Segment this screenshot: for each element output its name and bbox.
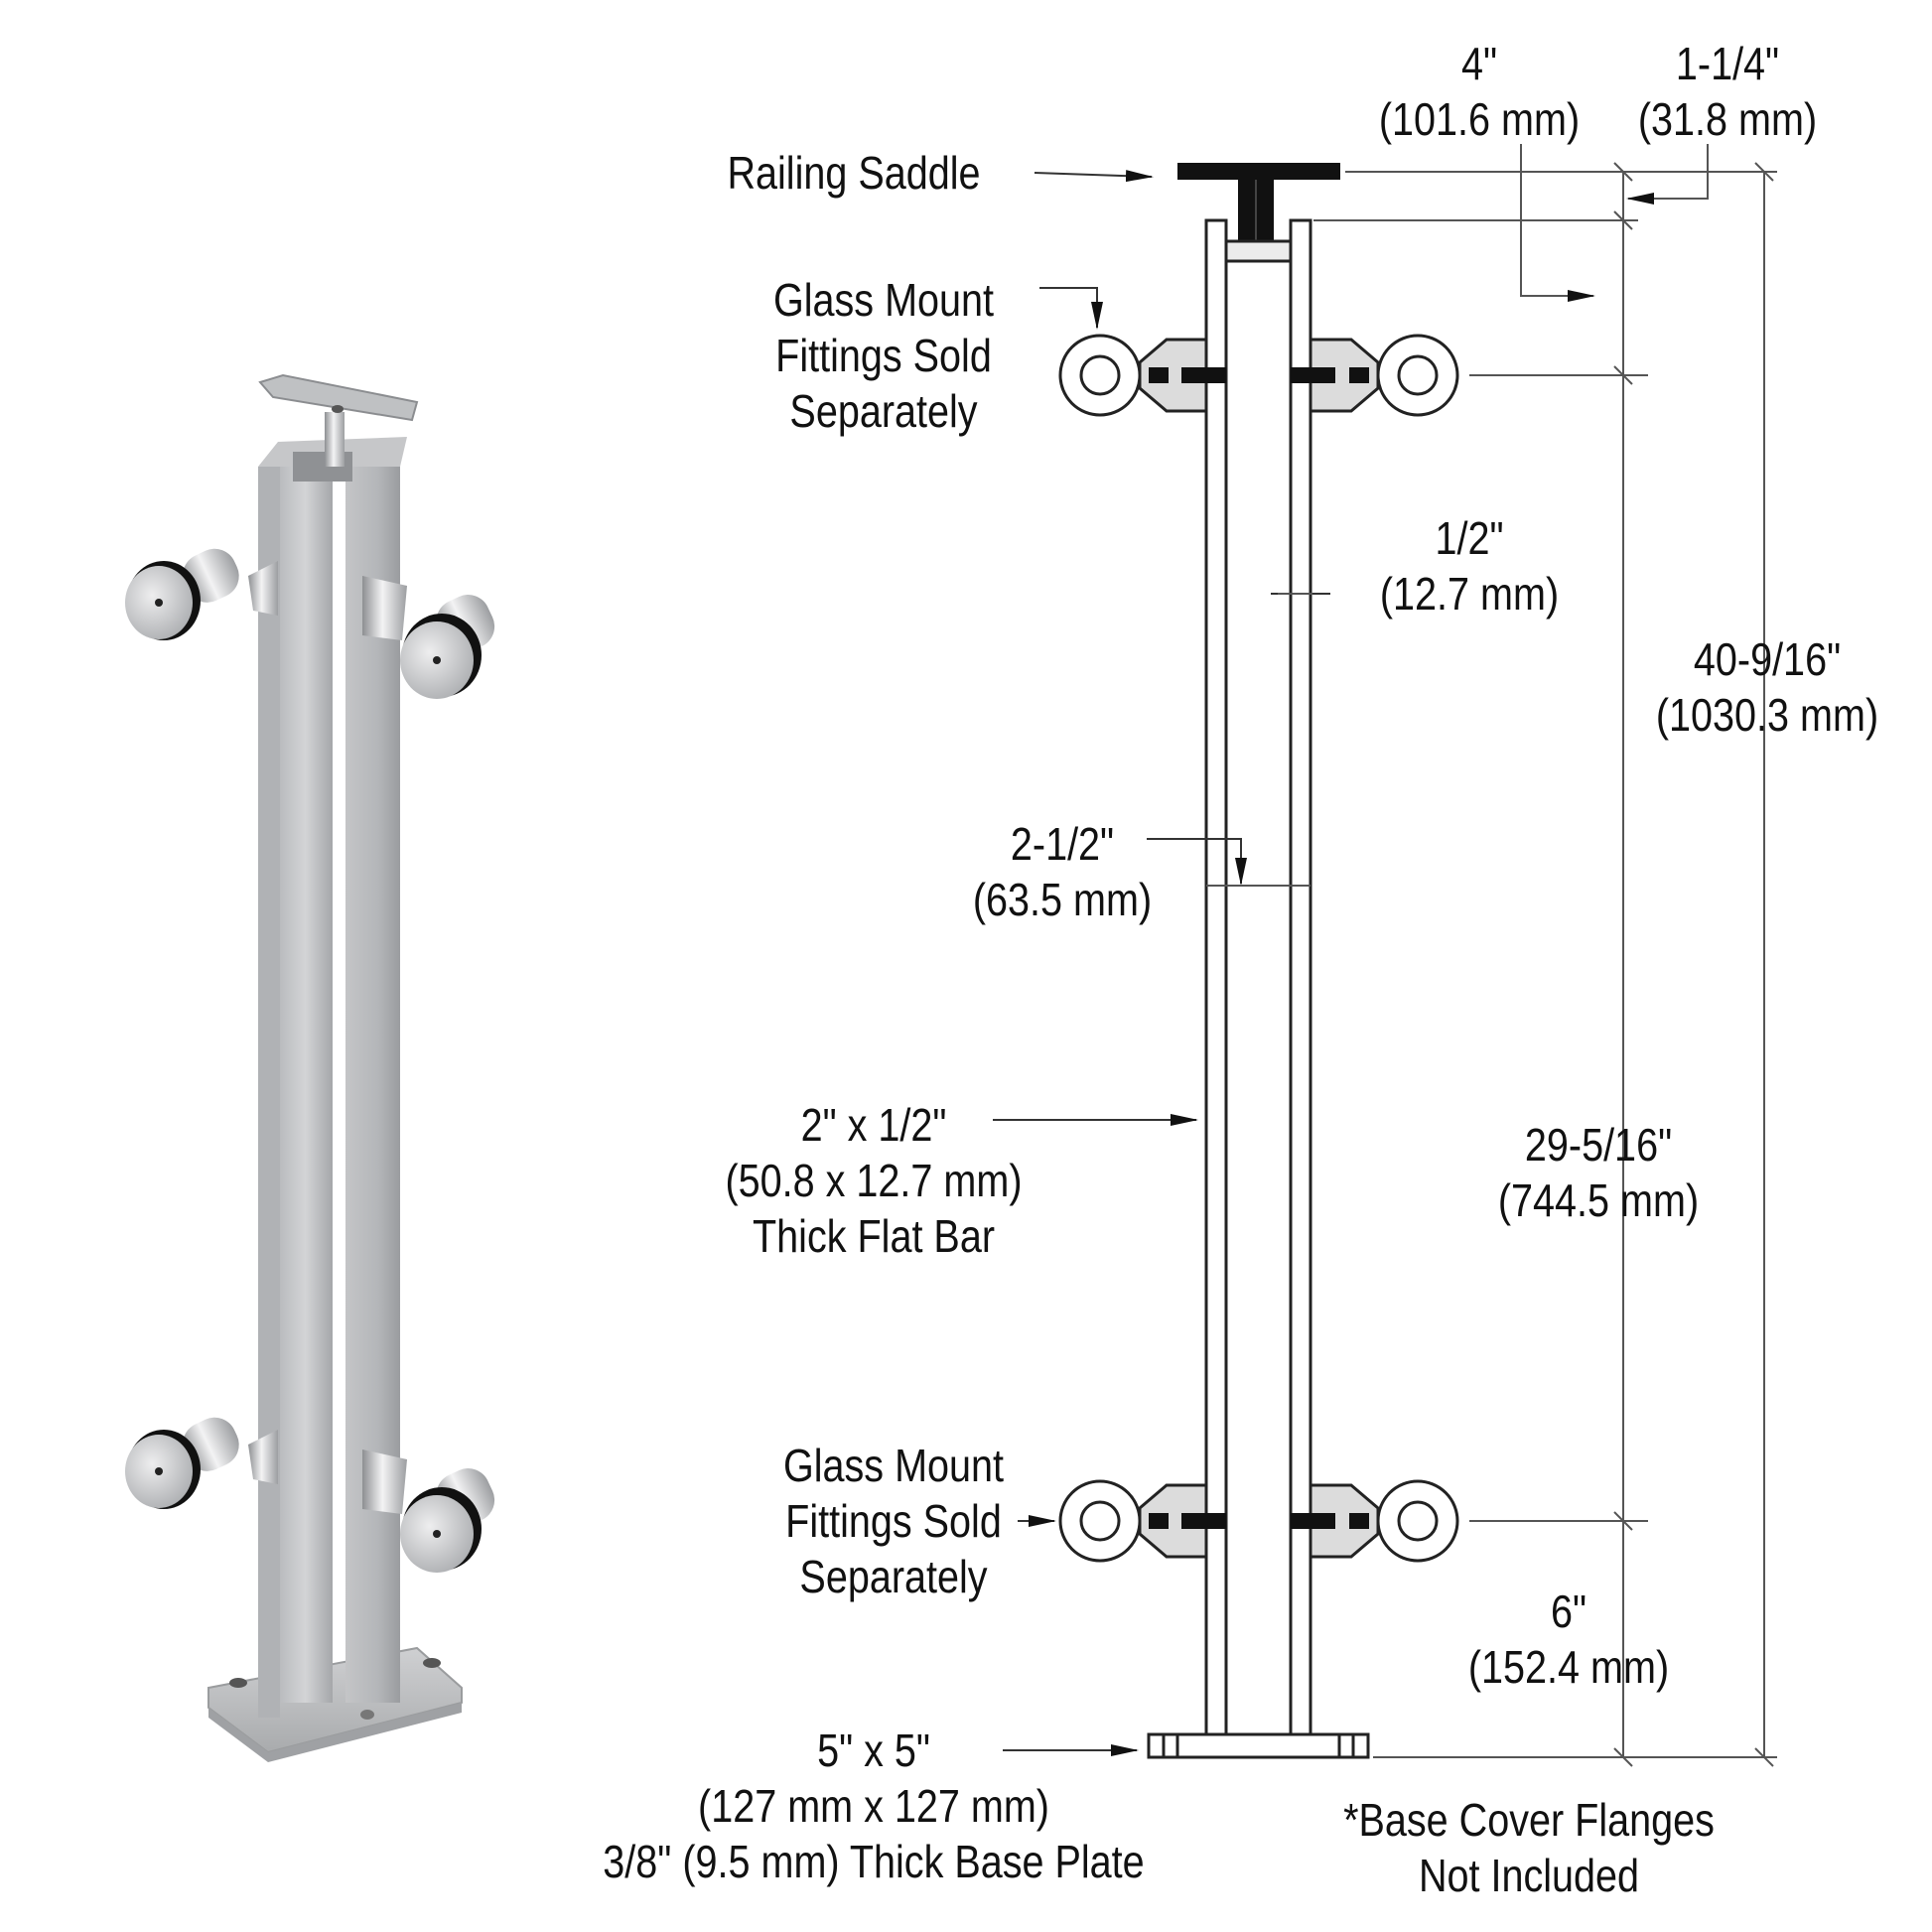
dim-overall-height: 40-9/16" (1030.3 mm) [1655, 633, 1879, 741]
dim-bar-thickness: 1/2" (12.7 mm) [1379, 512, 1560, 620]
dim-saddle-width: 4" (101.6 mm) [1378, 38, 1581, 145]
base-plate-label: 5" x 5" (127 mm x 127 mm) 3/8" (9.5 mm) … [603, 1725, 1145, 1887]
fitting-render-upper-left [125, 548, 278, 640]
dimension-lines [1206, 144, 1777, 1767]
saddle-render [258, 373, 419, 467]
leader-lines [993, 170, 1330, 1756]
dim-bar-gap: 2-1/2" (63.5 mm) [972, 818, 1153, 925]
fitting-render-lower-right [362, 1449, 495, 1573]
railing-saddle-label: Railing Saddle [727, 147, 981, 199]
saddle-drawing [1177, 163, 1340, 241]
fitting-render-lower-left [125, 1417, 278, 1509]
base-plate-drawing [1147, 1732, 1370, 1759]
glass-mount-bottom-label: Glass Mount Fittings Sold Separately [782, 1440, 1005, 1602]
dim-fitting-spacing: 29-5/16" (744.5 mm) [1497, 1119, 1700, 1226]
fittings-drawing-lower [1058, 1479, 1459, 1563]
dim-saddle-height: 1-1/4" (31.8 mm) [1637, 38, 1818, 145]
post-drawing [1204, 218, 1312, 1736]
fittings-drawing-upper [1058, 334, 1459, 417]
base-plate-render [207, 1646, 463, 1762]
product-render [125, 373, 495, 1762]
fitting-render-upper-right [362, 576, 495, 699]
base-cover-note: *Base Cover Flanges Not Included [1343, 1794, 1715, 1901]
dim-bottom-fitting-height: 6" (152.4 mm) [1467, 1586, 1670, 1693]
glass-mount-top-label: Glass Mount Fittings Sold Separately [772, 274, 995, 437]
flat-bar-label: 2" x 1/2" (50.8 x 12.7 mm) Thick Flat Ba… [725, 1099, 1023, 1262]
